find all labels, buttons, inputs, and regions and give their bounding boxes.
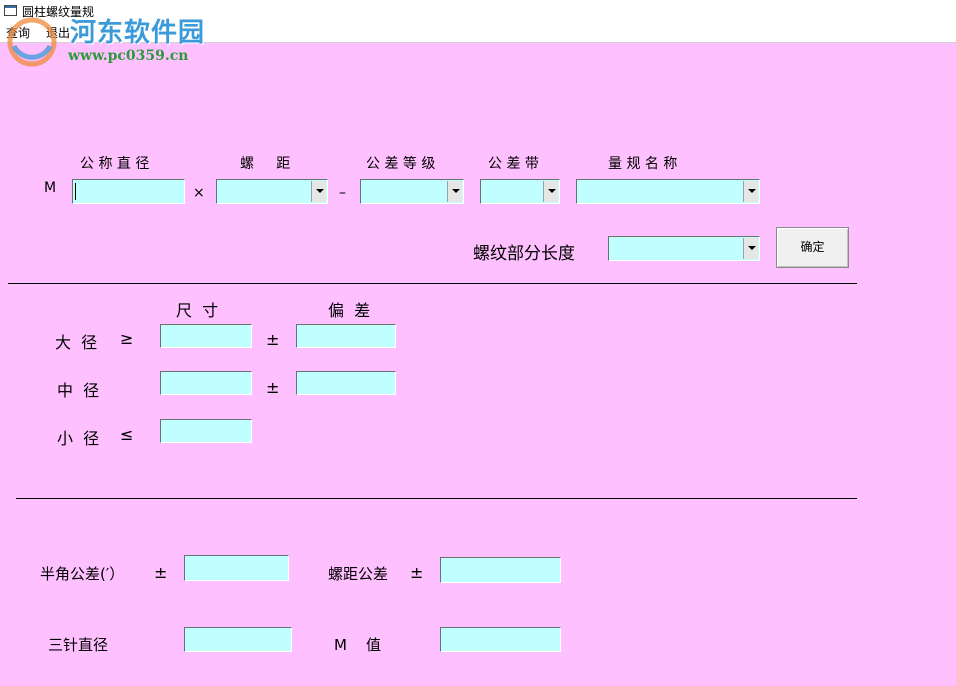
chevron-down-icon[interactable]	[447, 181, 462, 202]
tolerance-grade-header: 公 差 等 级	[366, 156, 436, 172]
m-value-field[interactable]	[440, 627, 561, 652]
text-cursor	[75, 183, 76, 200]
m-value-label: M 值	[334, 636, 382, 654]
plus-minus-sign: ±	[410, 563, 424, 582]
plus-minus-sign: ±	[266, 330, 280, 349]
pitch-tolerance-field[interactable]	[440, 557, 561, 583]
major-diameter-label: 大 径	[55, 333, 98, 352]
tolerance-zone-select[interactable]	[480, 179, 560, 204]
chevron-down-icon[interactable]	[743, 181, 758, 202]
gauge-name-select[interactable]	[576, 179, 760, 204]
tolerance-zone-header: 公 差 带	[488, 156, 539, 172]
pitch-header: 螺 距	[240, 156, 291, 172]
gauge-name-header: 量 规 名 称	[608, 156, 678, 172]
half-angle-tolerance-field[interactable]	[184, 555, 289, 581]
pitch-diameter-label: 中 径	[57, 381, 100, 400]
menu-bar: 查询 退出	[0, 20, 956, 43]
window-title: 圆柱螺纹量规	[22, 5, 95, 19]
divider-top	[8, 283, 857, 284]
pitch-diameter-size-field[interactable]	[160, 371, 252, 395]
thread-length-select[interactable]	[608, 236, 760, 261]
minor-le-sign: ≤	[120, 425, 134, 444]
pitch-tolerance-label: 螺距公差	[328, 565, 389, 583]
menu-query[interactable]: 查询	[6, 26, 31, 40]
divider-bottom	[16, 498, 857, 499]
major-diameter-deviation-field[interactable]	[296, 324, 396, 348]
title-bar: 圆柱螺纹量规	[0, 0, 956, 20]
plus-minus-sign: ±	[154, 563, 168, 582]
pitch-diameter-deviation-field[interactable]	[296, 371, 396, 395]
three-wire-diameter-label: 三针直径	[48, 636, 109, 654]
minor-diameter-size-field[interactable]	[160, 419, 252, 443]
minor-diameter-label: 小 径	[57, 429, 100, 448]
menu-exit[interactable]: 退出	[46, 26, 71, 40]
chevron-down-icon[interactable]	[311, 181, 326, 202]
nominal-diameter-input[interactable]	[72, 179, 185, 204]
app-window-icon	[4, 5, 17, 16]
times-sign: ×	[193, 185, 205, 201]
size-header: 尺 寸	[176, 301, 219, 320]
thread-prefix-label: M	[44, 180, 57, 196]
tolerance-grade-select[interactable]	[360, 179, 464, 204]
major-diameter-size-field[interactable]	[160, 324, 252, 348]
thread-length-label: 螺纹部分长度	[473, 244, 575, 264]
confirm-button[interactable]: 确定	[776, 227, 849, 268]
major-ge-sign: ≥	[120, 329, 134, 348]
half-angle-tolerance-label: 半角公差(′）	[40, 565, 125, 583]
form-area: 公 称 直 径 螺 距 公 差 等 级 公 差 带 量 规 名 称 M × – …	[0, 43, 956, 686]
deviation-header: 偏 差	[328, 301, 371, 320]
pitch-select[interactable]	[216, 179, 328, 204]
nominal-diameter-header: 公 称 直 径	[80, 156, 150, 172]
chevron-down-icon[interactable]	[543, 181, 558, 202]
three-wire-diameter-field[interactable]	[184, 627, 292, 652]
plus-minus-sign: ±	[266, 378, 280, 397]
dash-sign: –	[339, 185, 346, 201]
chevron-down-icon[interactable]	[743, 238, 758, 259]
